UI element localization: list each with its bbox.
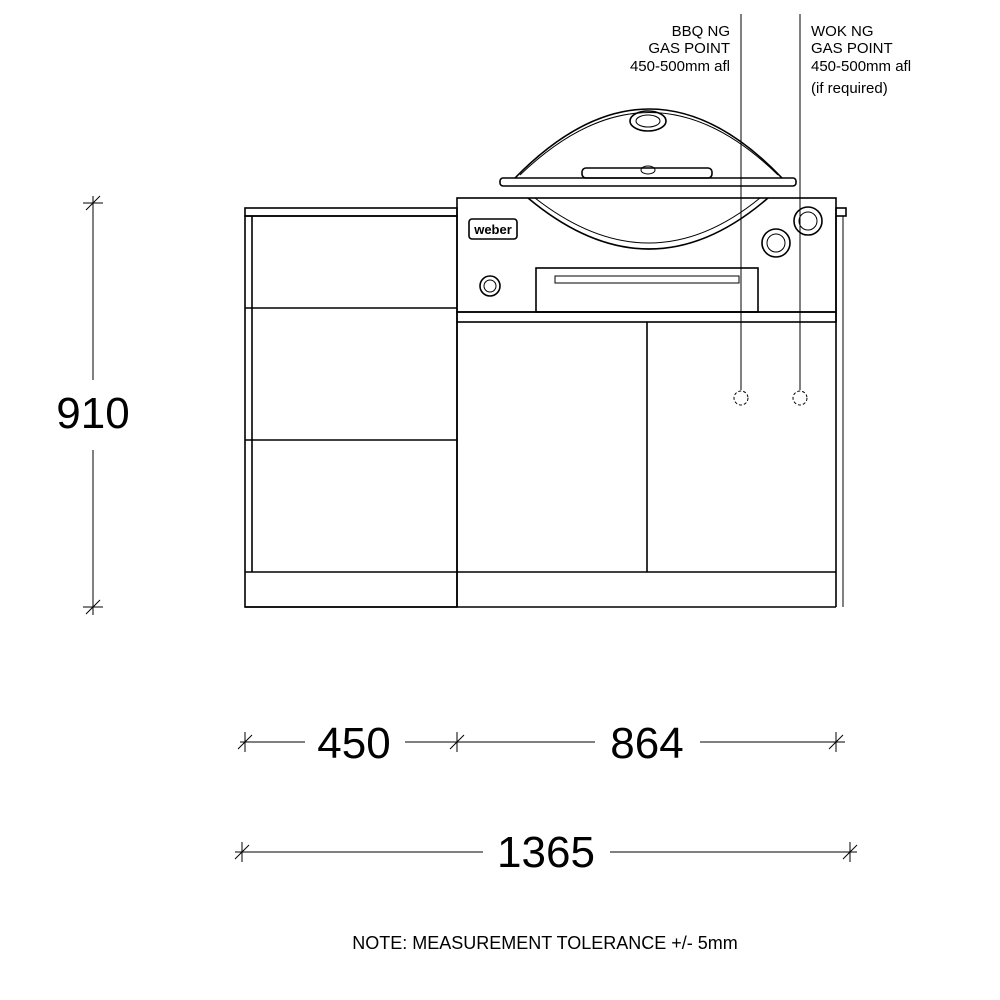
thermometer-icon bbox=[479, 275, 501, 297]
svg-text:GAS POINT: GAS POINT bbox=[811, 40, 893, 57]
svg-text:WOK NG: WOK NG bbox=[811, 23, 874, 40]
svg-text:450-500mm afl: 450-500mm afl bbox=[630, 58, 730, 75]
svg-text:864: 864 bbox=[610, 719, 683, 768]
svg-text:910: 910 bbox=[56, 389, 129, 438]
weber-logo bbox=[468, 218, 518, 240]
height-dimension: 910 bbox=[56, 195, 130, 615]
wok-gas-point: WOK NG GAS POINT 450-500mm afl (if requi… bbox=[792, 14, 911, 406]
bbq-gas-point: BBQ NG GAS POINT 450-500mm afl bbox=[630, 14, 749, 406]
svg-text:weber: weber bbox=[473, 222, 512, 237]
tolerance-note: NOTE: MEASUREMENT TOLERANCE +/- 5mm bbox=[352, 933, 738, 953]
bbq-grill: weber bbox=[468, 108, 823, 313]
svg-text:1365: 1365 bbox=[497, 828, 595, 877]
svg-text:450: 450 bbox=[317, 719, 390, 768]
left-cabinet bbox=[244, 207, 458, 608]
svg-text:BBQ NG: BBQ NG bbox=[672, 23, 730, 40]
bbq-cabinet bbox=[245, 197, 847, 608]
svg-text:450-500mm afl: 450-500mm afl bbox=[811, 58, 911, 75]
burner-knobs bbox=[761, 206, 823, 258]
svg-text:GAS POINT: GAS POINT bbox=[648, 40, 730, 57]
svg-text:(if required): (if required) bbox=[811, 80, 888, 97]
width-dimensions: 450 864 1365 bbox=[234, 719, 858, 877]
